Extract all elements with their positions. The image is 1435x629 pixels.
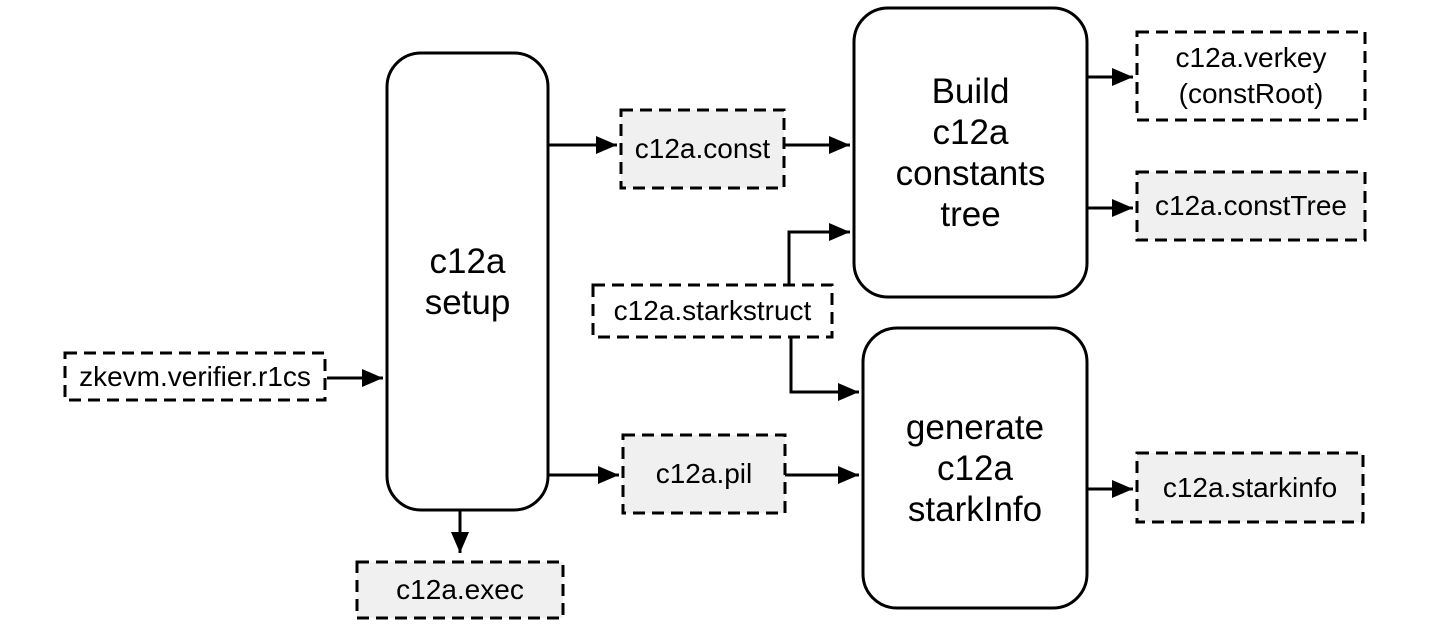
node-box-c12a-consttree [1135, 170, 1367, 242]
node-box-zkevm-verifier-r1cs [63, 351, 327, 402]
node-box-c12a-starkinfo [1135, 451, 1365, 524]
arrow-starkstruct-to-generate [789, 337, 859, 401]
node-box-generate-starkinfo [861, 326, 1089, 610]
node-box-build-constants-tree [852, 6, 1089, 299]
node-box-c12a-pil [621, 433, 787, 515]
node-box-c12a-exec [355, 560, 565, 620]
node-box-c12a-verkey [1135, 30, 1367, 122]
node-box-c12a-const [619, 108, 786, 190]
node-box-c12a-starkstruct [591, 283, 834, 339]
arrow-starkstruct-to-build [787, 223, 850, 285]
node-box-c12a-setup [385, 51, 550, 512]
